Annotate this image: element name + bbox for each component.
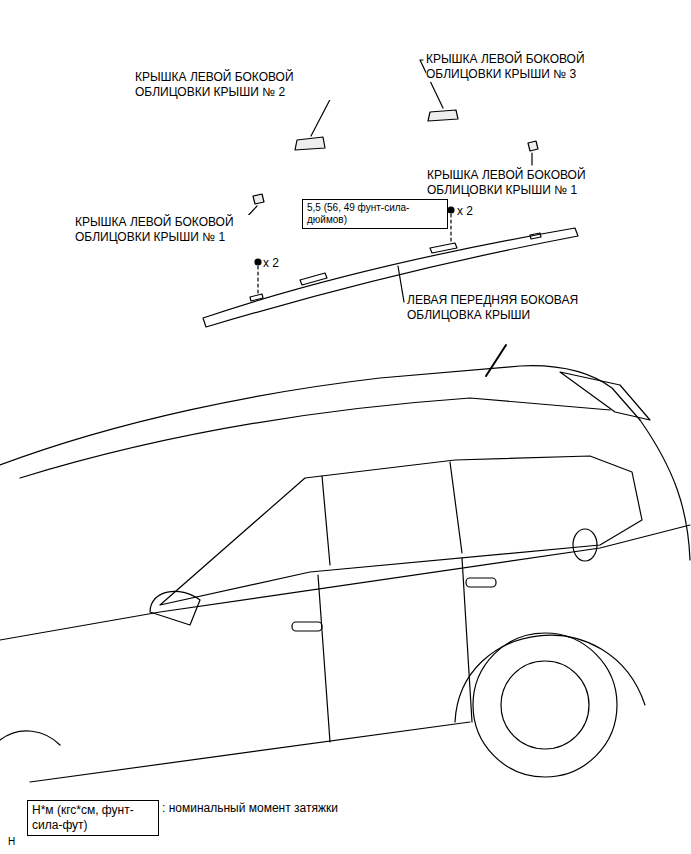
front-arch	[0, 731, 60, 745]
node-text: 5,5 (56, 49 фунт-сила-дюймов)	[307, 202, 443, 226]
rear-body	[640, 420, 690, 560]
torque-box: 5,5 (56, 49 фунт-сила-дюймов)	[302, 199, 448, 229]
part-label: ЛЕВАЯ ПЕРЕДНЯЯ БОКОВАЯ ОБЛИЦОВКА КРЫШИ	[407, 293, 629, 323]
pillars	[322, 462, 462, 565]
molding-hole	[300, 273, 327, 285]
part-label: КРЫШКА ЛЕВОЙ БОКОВОЙ ОБЛИЦОВКИ КРЫШИ № 2	[135, 70, 350, 100]
roof-cover-2	[295, 137, 325, 150]
antenna	[486, 345, 506, 376]
screw-axis	[450, 214, 451, 244]
screw	[448, 207, 454, 213]
unit-box: Н*м (кгс*см, фунт-сила-фут)	[27, 800, 159, 836]
roof-cover-1-right	[528, 141, 538, 151]
door-handle	[292, 622, 322, 631]
quantity: x 2	[457, 204, 473, 219]
screw-axis	[257, 266, 258, 294]
beltline	[0, 525, 690, 640]
rim	[501, 661, 589, 749]
screw	[255, 259, 261, 265]
part-label: КРЫШКА ЛЕВОЙ БОКОВОЙ ОБЛИЦОВКИ КРЫШИ № 1	[427, 168, 642, 198]
leader-line	[398, 266, 404, 302]
door-handle	[466, 578, 496, 587]
fuel-cap	[573, 529, 597, 561]
molding-hole	[530, 233, 541, 239]
molding-hole	[250, 294, 263, 301]
wheel	[473, 633, 617, 777]
part-label: КРЫШКА ЛЕВОЙ БОКОВОЙ ОБЛИЦОВКИ КРЫШИ № 3	[426, 52, 641, 82]
part-label: КРЫШКА ЛЕВОЙ БОКОВОЙ ОБЛИЦОВКИ КРЫШИ № 1	[75, 215, 255, 245]
rocker	[30, 722, 470, 782]
node-text: Н*м (кгс*см, фунт-сила-фут)	[32, 803, 154, 833]
figure-code: H	[8, 836, 15, 848]
mirror	[150, 591, 200, 625]
leader-line	[531, 153, 532, 165]
legend-text: : номинальный момент затяжки	[162, 801, 338, 816]
quantity: x 2	[263, 256, 279, 271]
car-roof	[0, 366, 640, 465]
side-windows	[160, 456, 642, 605]
spoiler	[560, 372, 650, 420]
roof-cover-3	[428, 110, 458, 121]
molding-hole	[430, 243, 457, 253]
door-lines	[318, 558, 472, 742]
roof-cover-1-left	[253, 194, 264, 204]
roof-rail	[20, 398, 610, 478]
